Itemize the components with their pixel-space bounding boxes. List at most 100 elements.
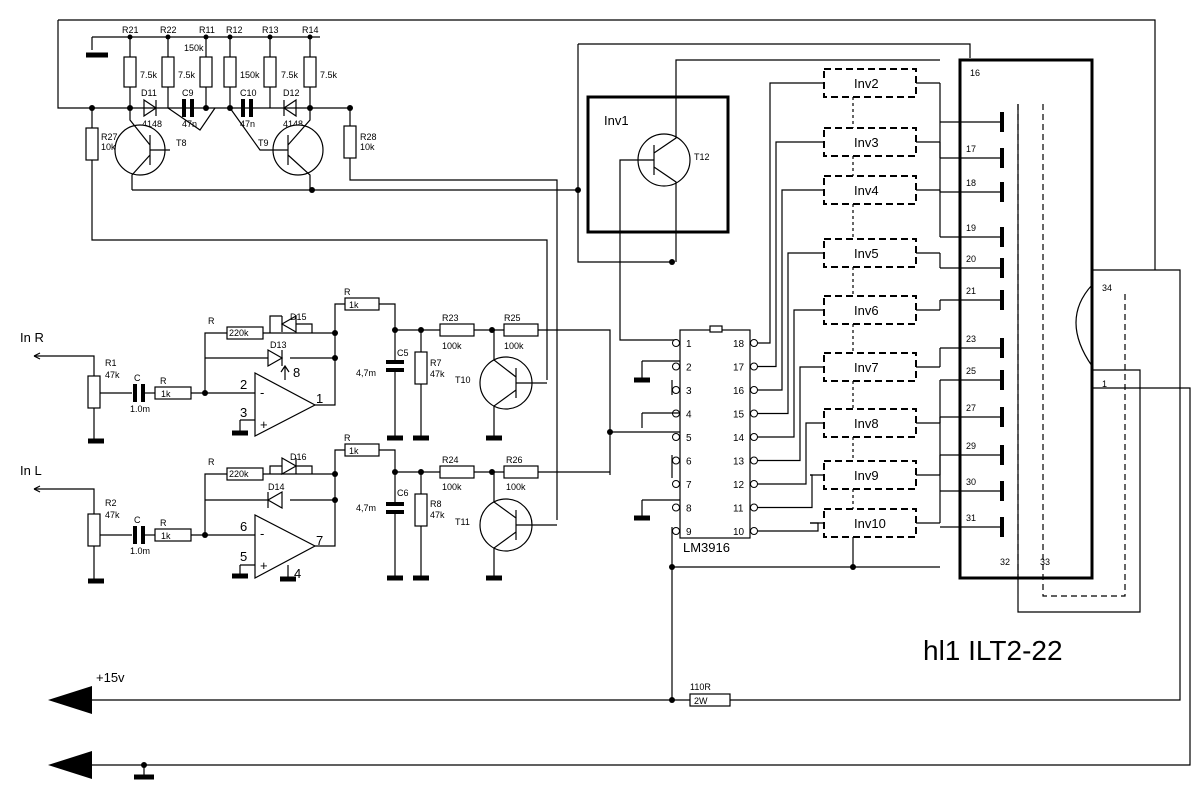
display-pin-label: 23 (966, 334, 976, 344)
ic-pin-label: 10 (733, 527, 745, 538)
diode-d14 (266, 490, 283, 510)
channel-left: In L R2 47k C 1.0m R 1k 6 5 - + 7 4 R 22… (20, 433, 610, 584)
d16-label: D16 (290, 452, 307, 462)
potentiometer-r1 (87, 375, 101, 409)
multivibrator-section: R21 R22 R11 R12 R13 R14 7.5k 7.5k 150k 1… (57, 19, 1156, 520)
ic-pin-label: 9 (686, 527, 692, 538)
ic-pin-label: 18 (733, 339, 745, 350)
resistor-r25 (503, 323, 539, 337)
r12-value: 150k (240, 70, 260, 80)
display-pin-label: 19 (966, 223, 976, 233)
d11-value: 4148 (142, 119, 162, 129)
resistor-r22 (161, 56, 175, 88)
capacitor-c6 (386, 502, 404, 514)
ic-pin-label: 5 (686, 433, 692, 444)
display-pin-16: 16 (970, 68, 980, 78)
ic-pin-label: 7 (686, 480, 692, 491)
c-right-value: 1.0m (130, 404, 150, 414)
ground-arrow (48, 751, 92, 779)
r7-label: R7 (430, 358, 442, 368)
display-pin-label: 21 (966, 286, 976, 296)
c10-value: 47n (240, 119, 255, 129)
c-left-label: C (134, 515, 141, 525)
plus-15v-arrow (48, 686, 92, 714)
ic-pin-label: 8 (686, 504, 692, 515)
inverter-box (823, 408, 917, 438)
opamp-a-minus: - (260, 385, 264, 400)
inv1-block: Inv1 T12 (575, 43, 971, 341)
opamp-b-pin4: 4 (294, 566, 301, 581)
display-pin-label: 31 (966, 513, 976, 523)
ic-pin-label: 17 (733, 363, 745, 374)
r24-value: 100k (442, 482, 462, 492)
r27-label: R27 (101, 132, 118, 142)
r28-label: R28 (360, 132, 377, 142)
display-pin-33: 33 (1040, 557, 1050, 567)
display-body (958, 58, 1094, 580)
ic-pin-label: 3 (686, 386, 692, 397)
opamp-b-pin5: 5 (240, 549, 247, 564)
resistor-r28 (343, 125, 357, 159)
diagram-title: hl1 ILT2-22 (923, 635, 1063, 666)
r14-value: 7.5k (320, 70, 338, 80)
t11-label: T11 (455, 517, 470, 527)
display-pin-32: 32 (1000, 557, 1010, 567)
resistor-220k-left (226, 467, 264, 481)
capacitor-c-left (133, 526, 145, 544)
r13-value: 7.5k (281, 70, 299, 80)
r14-label: R14 (302, 25, 319, 35)
display-pin-label: 27 (966, 403, 976, 413)
ic-pin-label: 12 (733, 480, 745, 491)
c-right-label: C (134, 373, 141, 383)
display-pin-label: 29 (966, 441, 976, 451)
c9-label: C9 (182, 88, 194, 98)
r26-label: R26 (506, 455, 523, 465)
display-pin-label: 30 (966, 477, 976, 487)
r13-label: R13 (262, 25, 279, 35)
resistor-r12 (223, 56, 237, 88)
r110-watt: 2W (694, 696, 708, 706)
r25-value: 100k (504, 341, 524, 351)
r7-value: 47k (430, 369, 445, 379)
inverter-box (823, 295, 917, 325)
c5-value: 4,7m (356, 368, 376, 378)
capacitor-c5 (386, 360, 404, 372)
lm3916-body (679, 329, 751, 539)
r22-value: 7.5k (178, 70, 196, 80)
capacitor-c-right (133, 384, 145, 402)
display-pin-label: 25 (966, 366, 976, 376)
display-pin-1: 1 (1102, 379, 1107, 389)
resistor-r23 (439, 323, 475, 337)
supply-plus-label: +15v (96, 670, 125, 685)
opamp-a-pin3: 3 (240, 405, 247, 420)
r24-label: R24 (442, 455, 459, 465)
ic-pin-label: 6 (686, 457, 692, 468)
d13-label: D13 (270, 340, 287, 350)
r-fb-right-label: R (208, 316, 215, 326)
r27-value: 10k (101, 142, 116, 152)
r26-value: 100k (506, 482, 526, 492)
opamp-a-plus: + (260, 417, 268, 432)
inverter-label: Inv10 (854, 516, 886, 531)
opamp-b-pin7: 7 (316, 533, 323, 548)
t9-label: T9 (258, 138, 269, 148)
diode-d11 (143, 98, 158, 118)
input-right-label: In R (20, 330, 44, 345)
ic-pin-label: 15 (733, 410, 745, 421)
diode-d13 (267, 348, 284, 368)
inverter-label: Inv4 (854, 183, 879, 198)
resistor-r27 (85, 127, 99, 161)
capacitor-c9 (182, 99, 194, 117)
ic-pin-label: 13 (733, 457, 745, 468)
input-left-label: In L (20, 463, 42, 478)
ic-pin-label: 14 (733, 433, 745, 444)
inverter-box (823, 175, 917, 205)
d14-label: D14 (268, 482, 285, 492)
inverter-label: Inv2 (854, 76, 879, 91)
r8-value: 47k (430, 510, 445, 520)
r-out-left-label: R (344, 433, 351, 443)
opamp-a-pin1: 1 (316, 391, 323, 406)
r8-label: R8 (430, 499, 442, 509)
